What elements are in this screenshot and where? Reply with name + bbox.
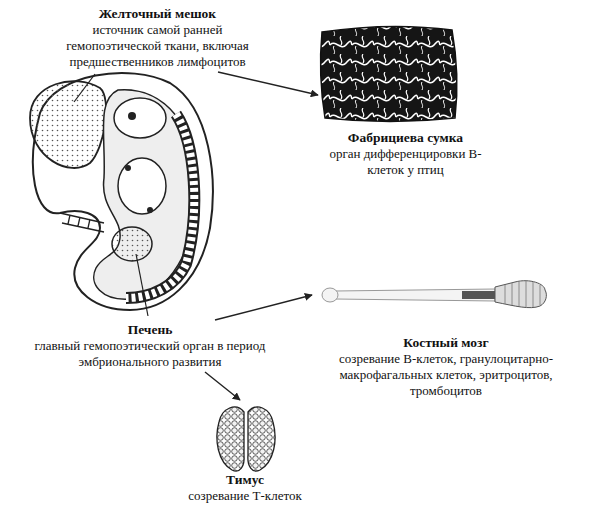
bone-hatching xyxy=(505,281,540,307)
leader-line xyxy=(136,254,148,316)
development-arrow xyxy=(205,372,240,400)
embryo-body xyxy=(94,90,197,299)
organ-description: источник самой ранней гемопоэтической тк… xyxy=(54,22,261,70)
embryo-drawing xyxy=(30,73,213,316)
organ-label: Тимуссозревание Т-клеток xyxy=(165,400,325,506)
organ-label: Желточный мешокисточник самой ранней гем… xyxy=(50,4,265,72)
bone-end xyxy=(322,288,338,302)
organ-name: Тимус xyxy=(169,472,321,488)
bone-shaft xyxy=(335,289,495,301)
organ-name: Желточный мешок xyxy=(54,6,261,22)
thymus-drawing xyxy=(217,407,275,471)
yolk-sac xyxy=(30,81,106,168)
organ-description: созревание В-клеток, гранулоцитарно-макр… xyxy=(316,351,576,399)
organ-label: Печеньглавный гемопоэтический орган в пе… xyxy=(20,320,280,372)
thymus-lobe xyxy=(248,407,275,471)
organ-description: орган дифференцировки В-клеток у птиц xyxy=(322,146,489,178)
bone-head xyxy=(495,281,546,308)
vessel xyxy=(147,207,153,213)
organ-name: Фабрициева сумка xyxy=(322,130,489,146)
organ-name: Костный мозг xyxy=(316,335,576,351)
marrow-cavity xyxy=(462,291,496,299)
organ-description: созревание Т-клеток xyxy=(169,488,321,504)
bursa-section xyxy=(321,26,457,121)
umbilical-stalk xyxy=(60,213,104,232)
organ-label: Фабрициева сумкаорган дифференцировки В-… xyxy=(318,22,493,180)
eye xyxy=(128,112,136,120)
development-arrow xyxy=(218,72,318,95)
head xyxy=(114,98,166,138)
organ-description: главный гемопоэтический орган в период э… xyxy=(24,338,276,370)
organ-label: Костный мозгсозревание В-клеток, грануло… xyxy=(312,278,580,401)
vessel xyxy=(125,165,131,171)
development-arrow xyxy=(215,295,312,320)
thymus-lobe xyxy=(217,407,244,471)
organ-name: Печень xyxy=(24,322,276,338)
bone-drawing xyxy=(322,281,546,308)
heart xyxy=(118,158,166,214)
leader-line xyxy=(74,74,95,102)
liver xyxy=(112,227,152,261)
